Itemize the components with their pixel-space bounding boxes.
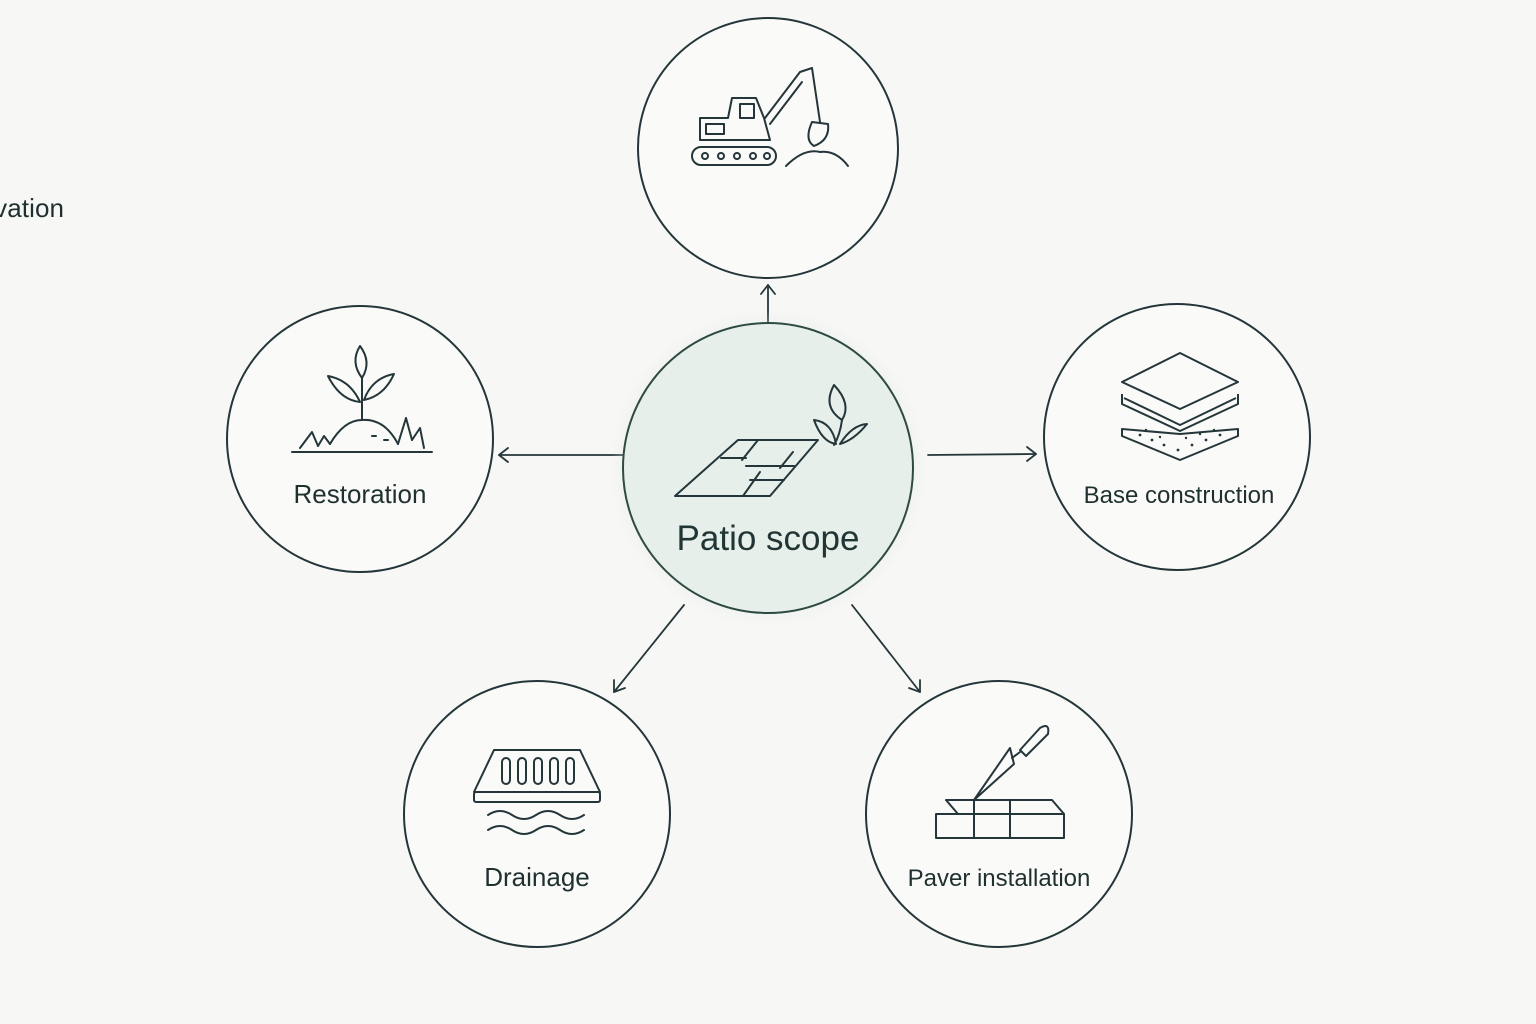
stacked-layers-icon xyxy=(1121,352,1239,461)
drain-grate-icon xyxy=(473,749,601,835)
arrow-to-paver-installation xyxy=(851,604,921,693)
node-excavation-label: Excavation xyxy=(0,193,64,223)
sprout-mound-icon xyxy=(291,345,433,453)
center-node-circle xyxy=(622,322,914,614)
node-drainage-label: Drainage xyxy=(484,862,590,892)
node-restoration-circle xyxy=(226,305,494,573)
node-base-construction-label: Base construction xyxy=(1084,482,1275,509)
arrow-to-base-construction xyxy=(927,446,1037,462)
trowel-pavers-icon xyxy=(935,725,1065,839)
excavator-icon xyxy=(691,67,849,167)
node-base-construction-circle xyxy=(1043,303,1311,571)
paver-grid-with-sprout-icon xyxy=(674,384,868,497)
node-restoration: Restoration xyxy=(226,305,494,573)
node-base-construction: Base construction xyxy=(1043,303,1311,571)
node-restoration-label: Restoration xyxy=(294,479,427,509)
node-paver-installation-label: Paver installation xyxy=(908,865,1091,892)
node-drainage: Drainage xyxy=(403,680,671,948)
center-node-label: Patio scope xyxy=(677,519,860,558)
arrow-to-restoration xyxy=(498,447,627,463)
connectors xyxy=(498,284,1037,693)
node-paver-installation: Paver installation xyxy=(865,680,1133,948)
center-node xyxy=(610,310,926,626)
node-excavation: Excavation xyxy=(0,17,899,279)
arrow-to-drainage xyxy=(613,604,685,693)
